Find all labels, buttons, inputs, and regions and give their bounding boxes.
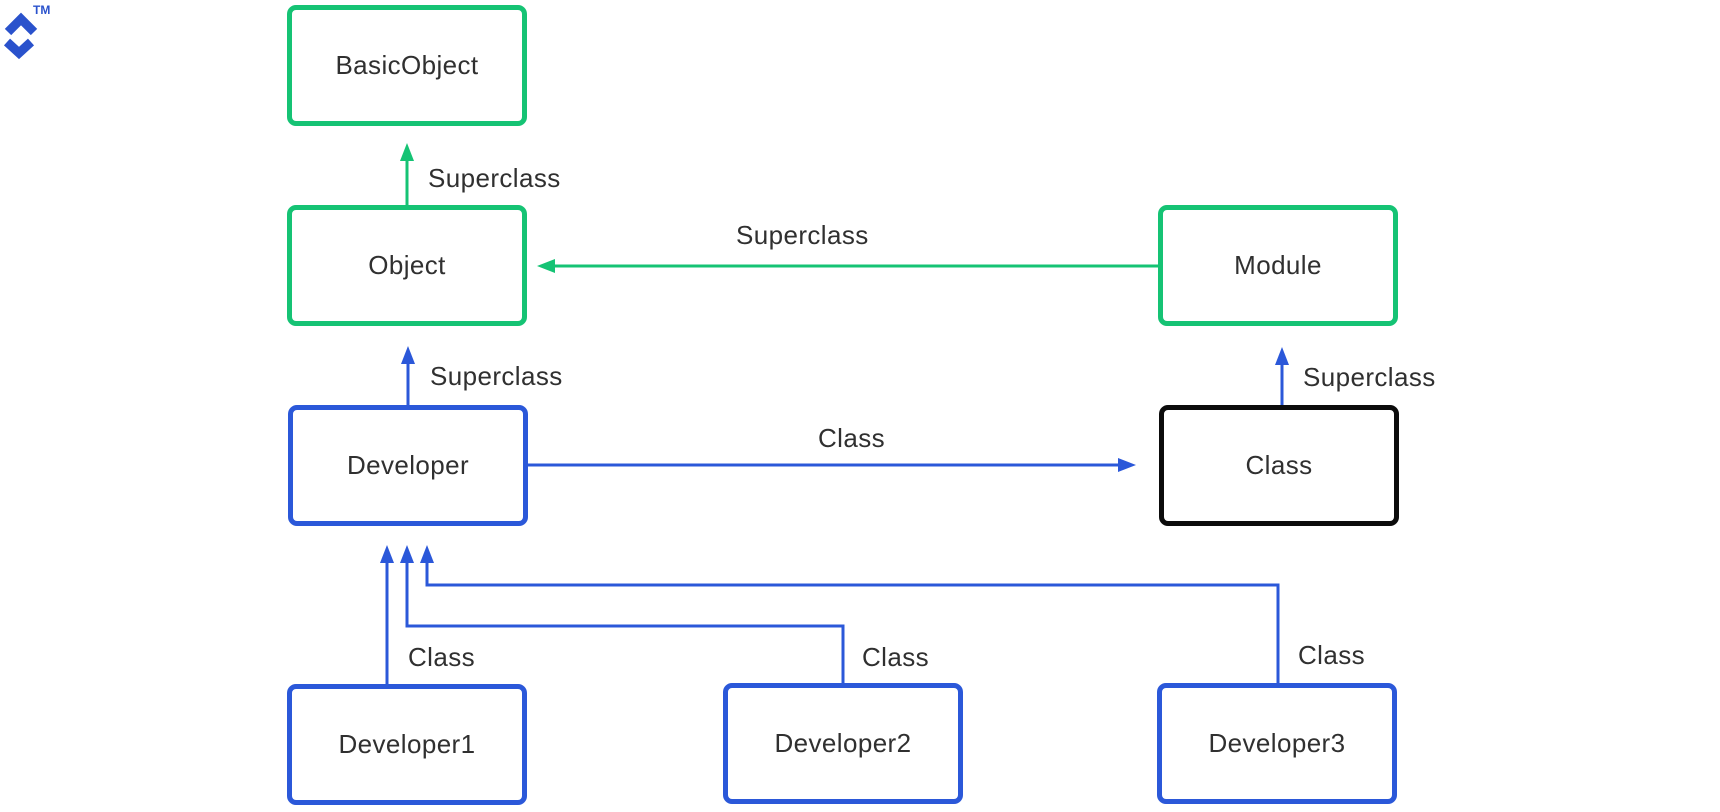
edge-label-superclass-basicobject: Superclass [428,163,561,193]
node-label: BasicObject [335,50,479,80]
node-label: Developer1 [338,729,476,759]
node-label: Developer [346,450,470,480]
arrow-developer2-to-developer [400,545,845,684]
arrow-developer1-to-developer [380,545,394,684]
arrow-developer3-to-developer [420,545,1280,684]
edge-label-superclass-class-module: Superclass [1303,362,1436,392]
node-label: Class [1245,450,1313,480]
node-developer: Developer [288,405,528,526]
node-developer2: Developer2 [723,683,963,804]
trademark-symbol: TM [33,3,51,17]
edge-label-class-developer3: Class [1298,640,1366,670]
arrow-module-to-object [537,259,1158,273]
arrow-object-to-basicobject [400,143,414,206]
node-basicobject: BasicObject [287,5,527,126]
node-class: Class [1159,405,1399,526]
arrow-class-to-module [1275,347,1289,405]
edge-label-class-developer2: Class [862,642,930,672]
edge-label-class-developer1: Class [408,642,476,672]
node-label: Developer3 [1208,728,1346,758]
arrow-developer-to-object [401,346,415,405]
edge-label-superclass-module-object: Superclass [736,220,869,250]
edge-label-class-developer-class: Class [818,423,886,453]
toptal-logo: TM [2,3,62,61]
arrow-developer-to-class [528,458,1136,472]
node-module: Module [1158,205,1398,326]
edge-label-superclass-developer-object: Superclass [430,361,563,391]
node-label: Developer2 [774,728,912,758]
toptal-logo-icon [3,12,38,60]
node-developer3: Developer3 [1157,683,1397,804]
node-object: Object [287,205,527,326]
node-label: Object [368,250,446,280]
node-label: Module [1234,250,1322,280]
node-developer1: Developer1 [287,684,527,805]
